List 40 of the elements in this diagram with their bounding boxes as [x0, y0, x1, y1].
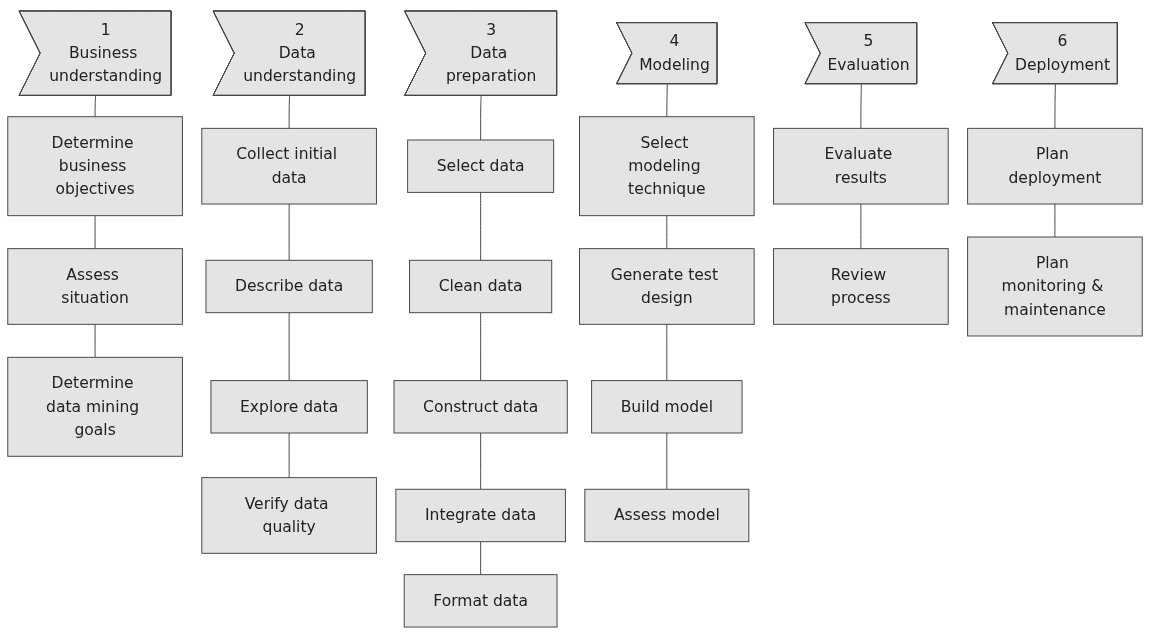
connector: [860, 203, 862, 250]
connector: [94, 215, 96, 250]
connector: [94, 95, 97, 118]
node-box: Explore data: [210, 380, 368, 434]
node-box: Select data: [407, 139, 555, 193]
connector: [480, 541, 482, 576]
connector: [1054, 83, 1056, 129]
connector: [480, 432, 482, 490]
connector: [288, 203, 290, 261]
node-box: Assess situation: [7, 248, 183, 325]
connector: [666, 215, 668, 250]
connector: [480, 95, 482, 141]
connector: [288, 432, 290, 479]
connector: [288, 95, 291, 129]
connector: [1054, 203, 1056, 238]
node-box: Select modeling technique: [579, 116, 755, 217]
node-box: Build model: [591, 380, 743, 434]
node-box: Plan deployment: [967, 127, 1143, 205]
node-box: Collect initial data: [201, 127, 377, 205]
node-box: Evaluate results: [773, 127, 949, 205]
node-box: Determine data mining goals: [7, 356, 183, 457]
connector: [666, 432, 668, 490]
node-box: Generate test design: [579, 248, 755, 325]
connector: [480, 312, 482, 382]
node-box: Construct data: [393, 380, 568, 434]
connector: [860, 83, 862, 129]
node-box: Integrate data: [395, 488, 566, 543]
connector: [666, 323, 668, 382]
connector: [288, 312, 290, 382]
node-box: Verify data quality: [201, 477, 377, 554]
node-box: Describe data: [205, 259, 373, 314]
node-box: Clean data: [409, 259, 553, 314]
connector: [480, 191, 482, 261]
connector: [94, 323, 96, 358]
connector: [666, 83, 668, 118]
node-box: Format data: [403, 574, 558, 628]
node-box: Assess model: [584, 488, 750, 543]
node-box: Determine business objectives: [7, 116, 183, 217]
node-box: Review process: [773, 248, 949, 325]
node-box: Plan monitoring & maintenance: [967, 236, 1143, 337]
